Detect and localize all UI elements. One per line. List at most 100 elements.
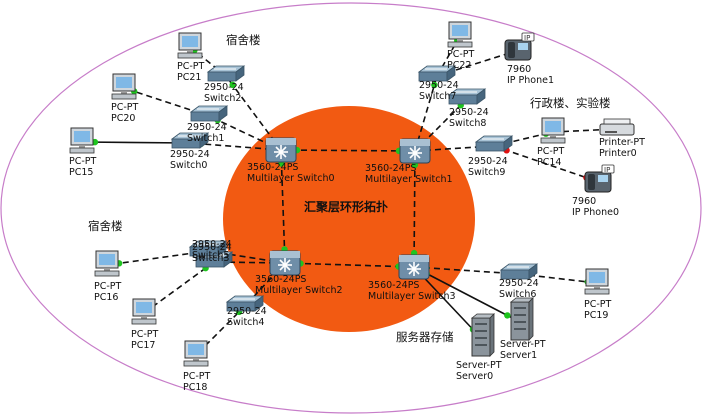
device-name-label: PC17 (131, 340, 155, 351)
link-sw9-phone0 (493, 145, 600, 183)
device-name-label: Switch7 (419, 91, 456, 102)
link-sw5-pc16 (106, 250, 209, 266)
device-name-label: Switch1 (187, 133, 224, 144)
device-model-label: 2950-24 (204, 82, 244, 93)
link-ms0-ms2 (280, 149, 286, 264)
device-model-label: 2950-24 (468, 156, 508, 167)
device-model-label: Server-PT (500, 339, 546, 350)
pc-icon[interactable] (69, 127, 95, 154)
device-model-label: Printer-PT (599, 137, 645, 148)
link-sw7-pc22 (436, 35, 461, 77)
device-name-label: PC16 (94, 292, 118, 303)
device-name-label: Switch2 (204, 93, 241, 104)
ip-phone-icon[interactable]: IP (584, 164, 615, 193)
device-name-label: Multilayer Switch3 (368, 291, 456, 302)
device-model-label: Server-PT (456, 360, 502, 371)
multilayer-switch-icon[interactable] (265, 137, 297, 163)
device-model-label: 2950-24 (499, 278, 539, 289)
link-ms0-ms1 (280, 149, 416, 152)
server-icon[interactable] (470, 313, 495, 357)
link-ms3-sw6 (413, 266, 520, 275)
pc-icon[interactable] (111, 73, 137, 100)
multilayer-switch-icon[interactable] (269, 250, 301, 276)
pc-icon[interactable] (584, 268, 610, 295)
device-name-label: PC20 (111, 113, 135, 124)
switch-icon[interactable] (417, 65, 457, 82)
pc-icon[interactable] (447, 21, 473, 48)
core-ring-label: 汇聚层环形拓扑 (304, 199, 388, 214)
device-name-label: Switch0 (170, 160, 207, 171)
device-model-label: 3560-24PS (365, 163, 416, 174)
device-model-label: 3560-24PS (368, 280, 419, 291)
device-name-label: Switch9 (468, 167, 505, 178)
device-model-label: PC-PT (111, 102, 139, 113)
switch-icon[interactable] (206, 65, 246, 82)
device-model-label: PC-PT (447, 49, 475, 60)
svg-text:IP: IP (524, 34, 530, 42)
device-model-label: 7960 (507, 64, 531, 75)
device-name-label: Switch5 (192, 250, 229, 261)
device-model-label: 2950-24 (449, 107, 489, 118)
device-name-label: Server1 (500, 350, 537, 361)
pc-icon[interactable] (131, 298, 157, 325)
zone-label-dorm-top: 宿舍楼 (226, 33, 261, 47)
zone-label-admin-lab: 行政楼、实验楼 (530, 96, 611, 110)
printer-icon[interactable] (599, 118, 635, 136)
device-name-label: Switch8 (449, 118, 486, 129)
multilayer-switch-icon[interactable] (398, 254, 430, 280)
device-name-label: PC22 (447, 60, 471, 71)
device-model-label: 2950-24 (192, 242, 232, 253)
ip-phone-icon[interactable]: IP (504, 32, 535, 61)
switch-icon[interactable] (188, 240, 228, 257)
device-model-label: 2950-24 (187, 122, 227, 133)
device-model-label: 2950-24 (227, 306, 267, 317)
pc-icon[interactable] (177, 32, 203, 59)
pc-icon[interactable] (183, 340, 209, 367)
device-name-label: Multilayer Switch2 (255, 285, 343, 296)
switch-icon[interactable] (447, 88, 487, 105)
link-status-dot (431, 81, 438, 89)
device-name-label: Multilayer Switch0 (247, 173, 335, 184)
zone-label-dorm-left: 宿舍楼 (88, 219, 123, 233)
device-name-label: PC21 (177, 72, 201, 83)
device-name-label: IP Phone1 (507, 75, 554, 86)
switch-icon[interactable] (225, 295, 265, 312)
link-sw3-pc17 (143, 261, 215, 314)
device-model-label: PC-PT (537, 146, 565, 157)
device-model-label: PC-PT (177, 61, 205, 72)
device-name-label: Multilayer Switch1 (365, 174, 453, 185)
device-model-label: PC-PT (69, 156, 97, 167)
link-sw2-pc21 (189, 46, 227, 77)
link-sw4-pc18 (195, 305, 246, 356)
switch-icon[interactable] (499, 263, 539, 280)
multilayer-switch-icon[interactable] (399, 138, 431, 164)
link-ms2-ms3 (284, 262, 415, 268)
device-model-label: 2950-24 (419, 80, 459, 91)
device-model-label: 3560-24PS (255, 274, 306, 285)
device-model-label: 2950-24 (192, 239, 232, 250)
device-model-label: PC-PT (183, 371, 211, 382)
zone-label-server-storage: 服务器存储 (396, 330, 454, 344)
server-icon[interactable] (509, 297, 534, 341)
device-model-label: PC-PT (94, 281, 122, 292)
devices-layer: IP IP (69, 21, 635, 367)
link-ms3-server1 (413, 266, 521, 323)
device-model-label: 7960 (572, 196, 596, 207)
switch-icon[interactable] (474, 135, 514, 152)
pc-icon[interactable] (94, 250, 120, 277)
device-name-label: Printer0 (599, 148, 637, 159)
device-name-label: Switch4 (227, 317, 264, 328)
switch-icon[interactable] (189, 105, 229, 122)
device-name-label: Switch3 (192, 253, 229, 264)
device-model-label: 2950-24 (170, 149, 210, 160)
link-status-dot (229, 81, 236, 89)
pc-icon[interactable] (540, 117, 566, 144)
link-status-dot (504, 312, 511, 319)
svg-text:IP: IP (604, 166, 610, 174)
switch-icon[interactable] (170, 132, 210, 149)
device-name-label: Server0 (456, 371, 493, 382)
device-name-label: PC15 (69, 167, 93, 178)
